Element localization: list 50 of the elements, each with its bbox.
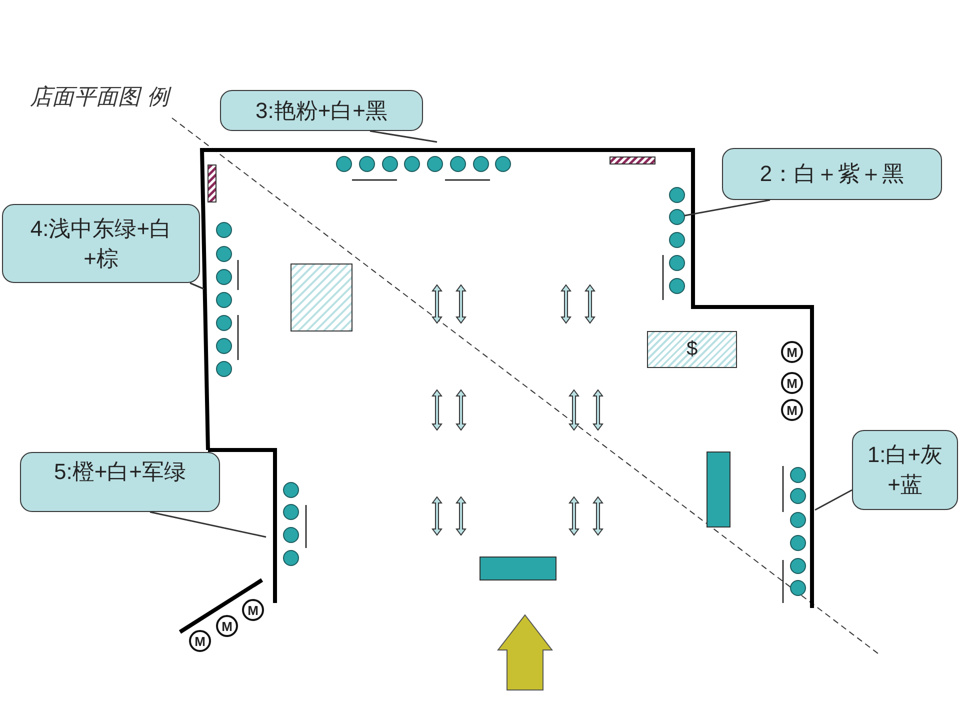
diagram-title: 店面平面图 例 [30,82,169,112]
display-stand-marker [216,361,232,377]
display-stand-marker [404,156,420,172]
mannequin-marker: M [781,399,803,421]
leader-line [150,511,266,538]
display-stand-marker [359,156,375,172]
display-stand-marker [216,246,232,262]
mannequin-marker: M [781,372,803,394]
display-stand-marker [495,156,511,172]
display-stand-marker [283,482,299,498]
display-stand-marker [216,315,232,331]
display-stand-marker [283,527,299,543]
display-stand-marker [790,512,806,528]
cashier-counter: $ [647,331,737,368]
mannequin-marker: M [189,630,211,652]
display-stand-marker [283,550,299,566]
callout-box: 2：白＋紫＋黑 [722,148,942,200]
display-stand-marker [669,255,685,271]
display-stand-marker [283,504,299,520]
leader-line [370,130,438,143]
callout-box: 1:白+灰+蓝 [852,430,958,510]
mannequin-marker: M [242,599,264,621]
display-stand-marker [790,558,806,574]
display-stand-marker [669,278,685,294]
display-stand-marker [336,156,352,172]
callout-box: 5:橙+白+军绿 [20,452,220,512]
display-shelf [480,556,556,580]
display-stand-marker [473,156,489,172]
display-stand-marker [790,488,806,504]
display-stand-marker [790,467,806,483]
callout-box: 4:浅中东绿+白+棕 [2,204,200,283]
mannequin-marker: M [781,341,803,363]
display-stand-marker [790,535,806,551]
display-stand-marker [450,156,466,172]
display-stand-marker [427,156,443,172]
mannequin-marker: M [216,615,238,637]
leader-line [190,282,204,290]
callout-box: 3:艳粉+白+黑 [220,90,423,131]
display-stand-marker [382,156,398,172]
leader-line [814,489,852,511]
display-stand-marker [669,187,685,203]
display-stand-marker [216,338,232,354]
display-stand-marker [216,292,232,308]
leader-line [684,199,770,216]
display-stand-marker [669,232,685,248]
display-stand-marker [790,580,806,596]
display-stand-marker [669,209,685,225]
display-stand-marker [216,222,232,238]
display-stand-marker [216,269,232,285]
display-shelf [706,452,730,528]
